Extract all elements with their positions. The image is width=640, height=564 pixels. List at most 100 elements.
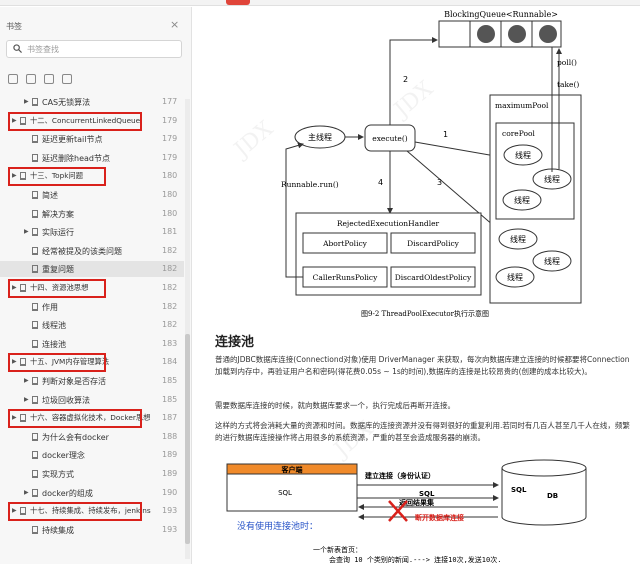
max-thread-node [498, 228, 538, 250]
execute-label: execute() [372, 134, 408, 143]
bookmark-page-number: 179 [162, 115, 178, 125]
bookmark-item[interactable]: 解决方案 180 [0, 206, 184, 222]
core-thread-node [503, 144, 543, 166]
bookmark-page-number: 177 [162, 97, 178, 106]
discard-oldest-policy: DiscardOldestPolicy [395, 273, 472, 282]
bookmark-search-box[interactable] [6, 40, 182, 58]
expand-arrow-icon[interactable]: ▶ [12, 507, 17, 515]
collapse-all-icon[interactable] [26, 74, 36, 84]
bookmark-page-number: 188 [162, 431, 178, 441]
bookmark-item[interactable]: 实现方式 189 [0, 466, 184, 482]
discard-policy: DiscardPolicy [407, 239, 460, 248]
expand-arrow-icon[interactable]: ▶ [24, 377, 29, 384]
bookmark-page-number: 180 [162, 190, 178, 199]
bookmark-page-icon [32, 377, 38, 385]
bookmark-page-number: 185 [162, 394, 178, 404]
scrollbar-thumb[interactable] [185, 334, 190, 544]
highlight-box [8, 353, 106, 373]
note-line-1: 一个新表首页： [313, 545, 362, 554]
expand-arrow-icon[interactable]: ▶ [12, 284, 17, 291]
bookmark-label: 十六、容器虚拟化技术，Docker思想 [30, 413, 151, 423]
sql-send-label: SQL [419, 490, 435, 498]
bookmark-sidebar: 书签 × ▶CAS无锁算法177▶十二、ConcurrentLinkedQueu… [0, 7, 192, 564]
bookmark-item[interactable]: ▶ 垃圾回收算法 185 [0, 392, 184, 408]
bookmark-search-input[interactable] [27, 43, 177, 55]
expand-arrow-icon[interactable]: ▶ [12, 116, 17, 124]
bookmark-page-number: 180 [162, 171, 178, 181]
top-toolbar-strip [0, 0, 640, 6]
bookmark-label: 实际运行 [42, 228, 74, 238]
bookmark-label: 延迟删除head节点 [42, 153, 110, 163]
bookmark-label: 实现方式 [42, 470, 74, 479]
rejected-handler-label: RejectedExecutionHandler [337, 219, 440, 228]
active-tab-badge[interactable] [226, 0, 250, 5]
bookmark-label: 延迟更新tail节点 [42, 135, 103, 145]
sidebar-scrollbar[interactable] [185, 99, 190, 559]
expand-arrow-icon[interactable]: ▶ [12, 358, 17, 366]
bookmark-page-icon [20, 172, 26, 181]
bookmark-page-number: 180 [162, 208, 178, 218]
bookmark-label: 解决方案 [42, 209, 74, 219]
expand-arrow-icon[interactable]: ▶ [24, 488, 29, 496]
bookmark-label: 十五、JVM内存管理算法 [30, 357, 110, 367]
bookmark-page-number: 182 [162, 320, 178, 330]
paragraph: 普通的JDBC数据库连接(Connectiond对象)使用 DriverMana… [215, 355, 630, 376]
bookmark-icon[interactable] [62, 74, 72, 84]
connection-diagram: 客户端 SQL 建立连接（身份认证） SQL 返回结果集 断开数据库连接 SQL… [226, 459, 587, 564]
step-1-label: 1 [443, 130, 448, 139]
bookmark-label: 垃圾回收算法 [42, 395, 90, 405]
bookmark-page-number: 182 [162, 283, 178, 292]
thread-label: 线程 [510, 234, 526, 244]
expand-arrow-icon[interactable]: ▶ [12, 414, 17, 422]
expand-arrow-icon[interactable]: ▶ [24, 395, 29, 403]
thread-pool-diagram: BlockingQueue<Runnable> 主线程 execute() 2 … [226, 10, 587, 564]
bookmark-page-icon [20, 358, 26, 367]
bookmark-page-icon [20, 507, 26, 516]
expand-arrow-icon[interactable]: ▶ [24, 98, 29, 105]
close-icon[interactable]: × [170, 18, 180, 31]
bookmark-page-icon [20, 414, 26, 423]
db-sql: SQL [511, 486, 527, 494]
bookmark-page-icon [32, 432, 38, 441]
bookmark-item[interactable]: ▶ 十六、容器虚拟化技术，Docker思想 187 [0, 410, 184, 426]
thread-label: 线程 [544, 174, 560, 184]
bookmark-label: CAS无锁算法 [42, 98, 91, 107]
no-pool-label: 没有使用连接池时： [237, 520, 318, 532]
bookmark-page-number: 189 [162, 469, 178, 478]
thread-label: 线程 [544, 256, 560, 266]
poll-label: poll() [557, 58, 577, 67]
bookmark-page-icon [32, 153, 38, 162]
take-label: take() [557, 80, 579, 89]
expand-arrow-icon[interactable]: ▶ [24, 228, 29, 236]
bookmark-label: 连接池 [42, 339, 66, 349]
expand-arrow-icon[interactable]: ▶ [12, 172, 17, 180]
core-thread-node [502, 189, 542, 211]
blocking-queue [438, 20, 562, 48]
bookmark-item[interactable]: ▶ CAS无锁算法 177 [0, 94, 184, 110]
paragraph: 需要数据库连接的时候，就向数据库要求一个，执行完成后再断开连接。 [215, 401, 455, 410]
expand-all-icon[interactable] [8, 74, 18, 84]
bookmark-page-number: 187 [162, 413, 178, 423]
add-bookmark-icon[interactable] [44, 74, 54, 84]
document-view: JDX JDX JDX JDX BlockingQueue<Runnable> … [193, 7, 640, 564]
bookmark-label: 重复问题 [42, 265, 74, 275]
